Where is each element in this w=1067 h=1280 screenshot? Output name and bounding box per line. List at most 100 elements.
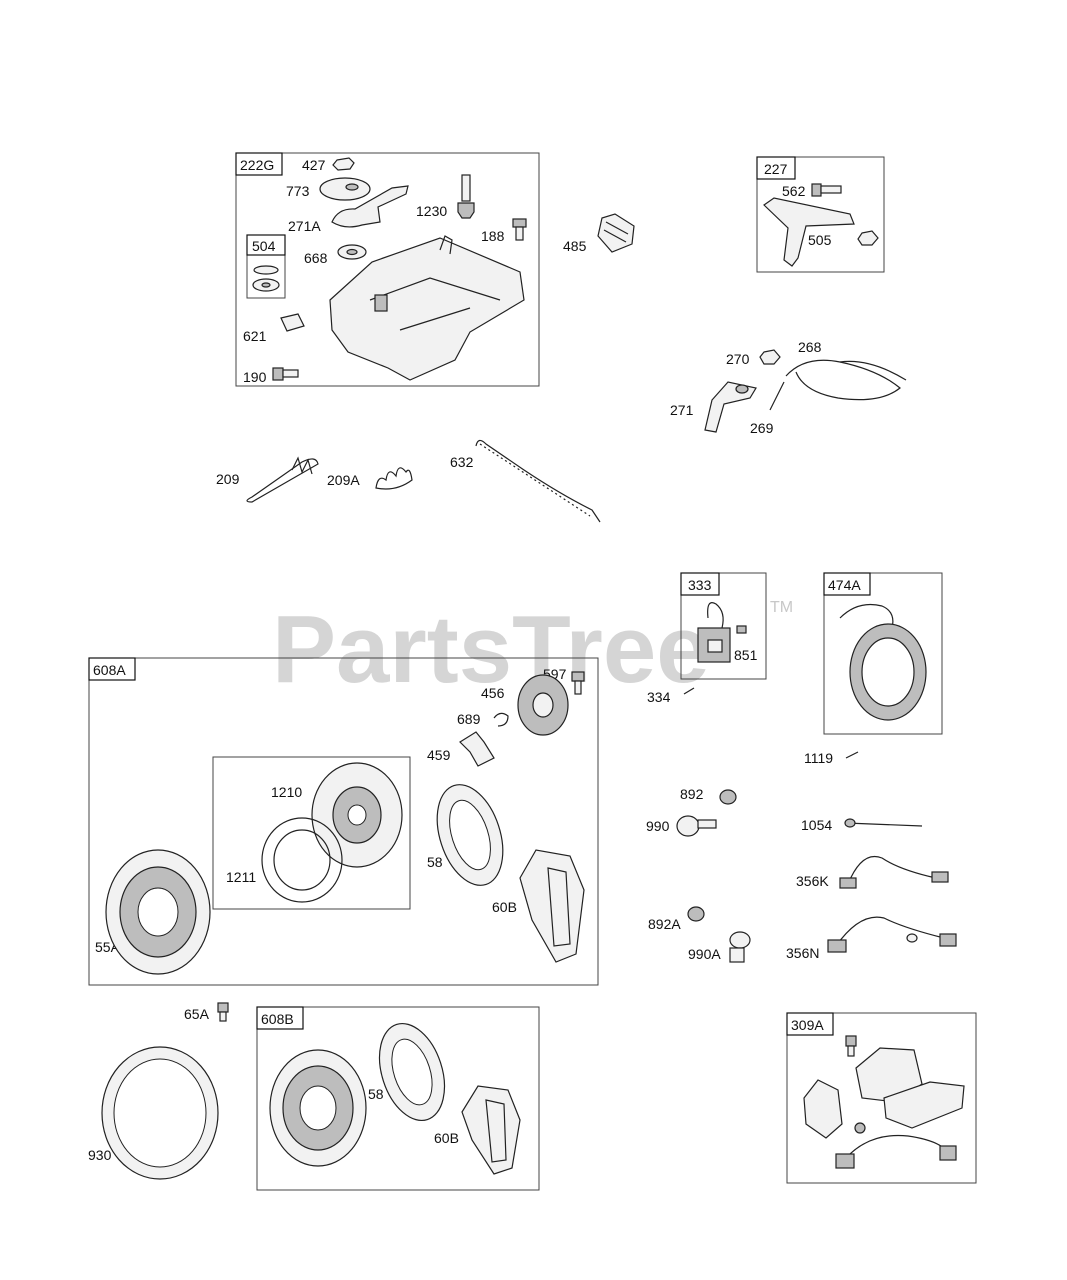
cable-268: [785, 359, 901, 401]
group-474A-frame: [823, 572, 943, 735]
bracket-227: [763, 197, 855, 267]
group-504-tag-box: [246, 234, 286, 256]
starter-motor-309A-body: [883, 1081, 965, 1129]
screw-188-shank: [515, 226, 524, 241]
screw-597-head: [571, 671, 585, 682]
screw-65A-head: [217, 1002, 229, 1013]
group-504-tag: 504: [252, 238, 276, 254]
lever-271: [704, 381, 757, 433]
handle-60B-a-grip: [547, 867, 571, 947]
group-608B-tag: 608B: [261, 1011, 294, 1027]
harness-356K: [847, 856, 937, 885]
harness-356N-plug-b: [939, 933, 957, 947]
label-427: 427: [302, 157, 326, 173]
group-309A-tag: 309A: [791, 1017, 824, 1033]
nut-270: [759, 349, 781, 365]
lever-271A: [331, 185, 409, 228]
guide-58-a-opening: [449, 799, 491, 871]
label-190: 190: [243, 369, 267, 385]
label-271: 271: [670, 402, 694, 418]
handle-60B-b-grip: [485, 1099, 507, 1163]
spring-269: [769, 381, 785, 411]
alternator-474A-wire: [839, 603, 894, 629]
knob-485-ridges: [603, 221, 629, 243]
label-1210: 1210: [271, 784, 302, 800]
spring-632: [475, 439, 601, 523]
washer-hole: [261, 282, 271, 288]
key-990A: [729, 931, 751, 949]
label-562: 562: [782, 183, 806, 199]
tie-1054: [845, 822, 923, 827]
label-268: 268: [798, 339, 822, 355]
screw-309A-shank: [847, 1045, 855, 1057]
harness-356N-plug-a: [827, 939, 847, 953]
label-356K: 356K: [796, 873, 829, 889]
stud-1230-shank: [461, 174, 471, 202]
group-608B-tag-box: [256, 1006, 304, 1030]
label-990A: 990A: [688, 946, 721, 962]
group-227-frame: [756, 156, 885, 273]
housing-608B-center: [299, 1085, 337, 1131]
label-990: 990: [646, 818, 670, 834]
label-209: 209: [216, 471, 240, 487]
group-227-tag: 227: [764, 161, 788, 177]
ignition-module-333-core: [707, 639, 723, 653]
key-990-head: [676, 815, 700, 837]
lever-271-hole: [735, 384, 749, 394]
label-58-b: 58: [368, 1086, 384, 1102]
spring-1211-inner: [273, 829, 331, 891]
label-773: 773: [286, 183, 310, 199]
label-58-a: 58: [427, 854, 443, 870]
label-621: 621: [243, 328, 267, 344]
screw-597-shank: [574, 680, 582, 695]
retainer-456-hub: [532, 692, 554, 718]
group-222G-tag: 222G: [240, 157, 274, 173]
label-270: 270: [726, 351, 750, 367]
label-188: 188: [481, 228, 505, 244]
screw-190-shank: [282, 369, 299, 378]
pulley-1210-center: [347, 804, 367, 826]
trademark-mark: TM: [770, 599, 793, 616]
label-505: 505: [808, 232, 832, 248]
bolt-562-head: [811, 183, 822, 197]
guide-58-b-opening: [391, 1038, 433, 1106]
group-333-tag-box: [680, 572, 720, 596]
screw-65A-shank: [219, 1011, 227, 1022]
tie-1054-head: [844, 818, 856, 828]
group-222G-tag-box: [235, 152, 283, 176]
knob-485: [597, 213, 635, 253]
starter-bracket-309A: [803, 1079, 843, 1139]
clip-621: [280, 313, 305, 332]
spring-209A: [375, 467, 413, 490]
label-1119: 1119: [804, 750, 833, 766]
label-60B-a: 60B: [492, 899, 517, 915]
label-456: 456: [481, 685, 505, 701]
wire-333: [707, 602, 724, 629]
screw-334: [683, 687, 695, 695]
key-990A-blade: [729, 947, 745, 963]
washer-upper: [253, 265, 279, 275]
group-1210-frame: [212, 756, 411, 910]
starter-309A-cable: [845, 1134, 947, 1159]
harness-356N-ring: [906, 933, 918, 943]
shroud-930-opening: [113, 1058, 207, 1168]
stud-1230-hex: [457, 202, 475, 219]
label-1211: 1211: [226, 869, 256, 885]
nut-427: [332, 157, 355, 171]
label-689: 689: [457, 711, 481, 727]
control-bracket: [329, 237, 525, 381]
key-990-shank: [697, 819, 717, 829]
nut-505: [857, 230, 879, 246]
screw-190-head: [272, 367, 284, 381]
label-209A: 209A: [327, 472, 360, 488]
harness-356N: [835, 916, 945, 947]
group-227-tag-box: [756, 156, 796, 180]
handle-60B-a: [519, 849, 585, 963]
harness-356K-plug-a: [839, 877, 857, 889]
starter-309A-plug-b: [939, 1145, 957, 1161]
label-60B-b: 60B: [434, 1130, 459, 1146]
group-474A-tag-box: [823, 572, 871, 596]
starter-309A-bolt: [854, 1122, 866, 1134]
group-222G-frame: [235, 152, 540, 387]
handle-60B-b: [461, 1085, 521, 1175]
